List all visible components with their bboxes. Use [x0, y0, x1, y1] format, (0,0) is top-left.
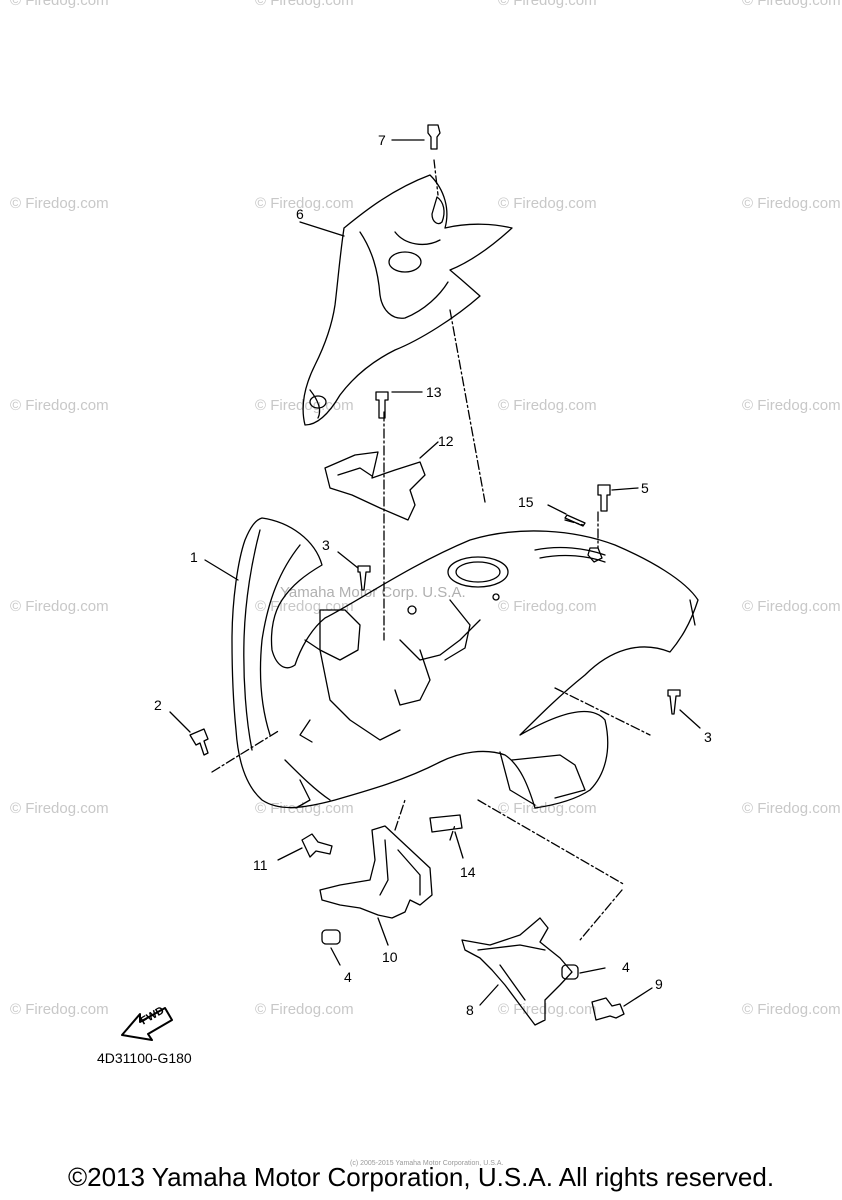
callout-10: 10 [382, 949, 398, 965]
leader-1 [204, 559, 239, 581]
watermark: © Firedog.com [255, 800, 354, 817]
watermark: © Firedog.com [255, 598, 354, 615]
part-4-grommet-left [321, 929, 341, 966]
part-1-front-fender [231, 517, 699, 809]
watermark: © Firedog.com [498, 800, 597, 817]
part-13-bolt [375, 391, 423, 419]
callout-9: 9 [655, 976, 663, 992]
watermark: © Firedog.com [742, 598, 841, 615]
part-6-visor [299, 174, 513, 426]
part-2-bolt [169, 711, 209, 756]
watermark: © Firedog.com [742, 195, 841, 212]
part-15-pin [547, 504, 586, 527]
part-9-bolt [591, 987, 653, 1021]
watermark: © Firedog.com [498, 195, 597, 212]
callout-15: 15 [518, 494, 534, 510]
diagram-code: 4D31100-G180 [97, 1050, 192, 1066]
part-4-grommet-right [561, 964, 606, 980]
callout-3: 3 [704, 729, 712, 745]
callout-4: 4 [344, 969, 352, 985]
watermark: © Firedog.com [742, 800, 841, 817]
callout-11: 11 [253, 857, 268, 873]
watermark: © Firedog.com [255, 1001, 354, 1018]
part-8-bracket [461, 917, 573, 1026]
fwd-arrow-icon [121, 1007, 173, 1041]
watermark: © Firedog.com [498, 0, 597, 9]
watermark: © Firedog.com [742, 397, 841, 414]
watermark: © Firedog.com [10, 1001, 109, 1018]
part-3-screw-right [667, 689, 701, 729]
watermark: © Firedog.com [498, 397, 597, 414]
watermark: © Firedog.com [10, 800, 109, 817]
callout-5: 5 [641, 480, 649, 496]
part-11-bolt [277, 833, 333, 861]
copyright-notice: ©2013 Yamaha Motor Corporation, U.S.A. A… [67, 1162, 775, 1192]
callout-4: 4 [622, 959, 630, 975]
watermark: © Firedog.com [498, 598, 597, 615]
callout-12: 12 [438, 433, 454, 449]
part-7-clip [391, 124, 441, 196]
callout-7: 7 [378, 132, 386, 148]
callout-1: 1 [190, 549, 198, 565]
assembly-lines [211, 309, 651, 941]
watermark: © Firedog.com [498, 1001, 597, 1018]
watermark: © Firedog.com [742, 1001, 841, 1018]
watermark: © Firedog.com [742, 0, 841, 9]
tiny-credit: (c) 2005-2015 Yamaha Motor Corporation, … [350, 1160, 504, 1167]
part-3-screw-left [337, 551, 371, 591]
watermark: © Firedog.com [10, 195, 109, 212]
part-10-bracket [319, 825, 433, 946]
part-14-pad [429, 814, 464, 859]
part-12-bracket [324, 441, 439, 521]
part-5-bolt [597, 484, 639, 512]
callout-14: 14 [460, 864, 476, 880]
callout-6: 6 [296, 206, 304, 222]
watermark: © Firedog.com [10, 598, 109, 615]
callout-3: 3 [322, 537, 330, 553]
watermark: © Firedog.com [255, 0, 354, 9]
watermark: © Firedog.com [10, 0, 109, 9]
callout-2: 2 [154, 697, 162, 713]
watermark: © Firedog.com [10, 397, 109, 414]
watermark: © Firedog.com [255, 195, 354, 212]
watermark: © Firedog.com [255, 397, 354, 414]
overlay-watermark: Yamaha Motor Corp. U.S.A. [280, 584, 466, 601]
callout-13: 13 [426, 384, 442, 400]
callout-8: 8 [466, 1002, 474, 1018]
